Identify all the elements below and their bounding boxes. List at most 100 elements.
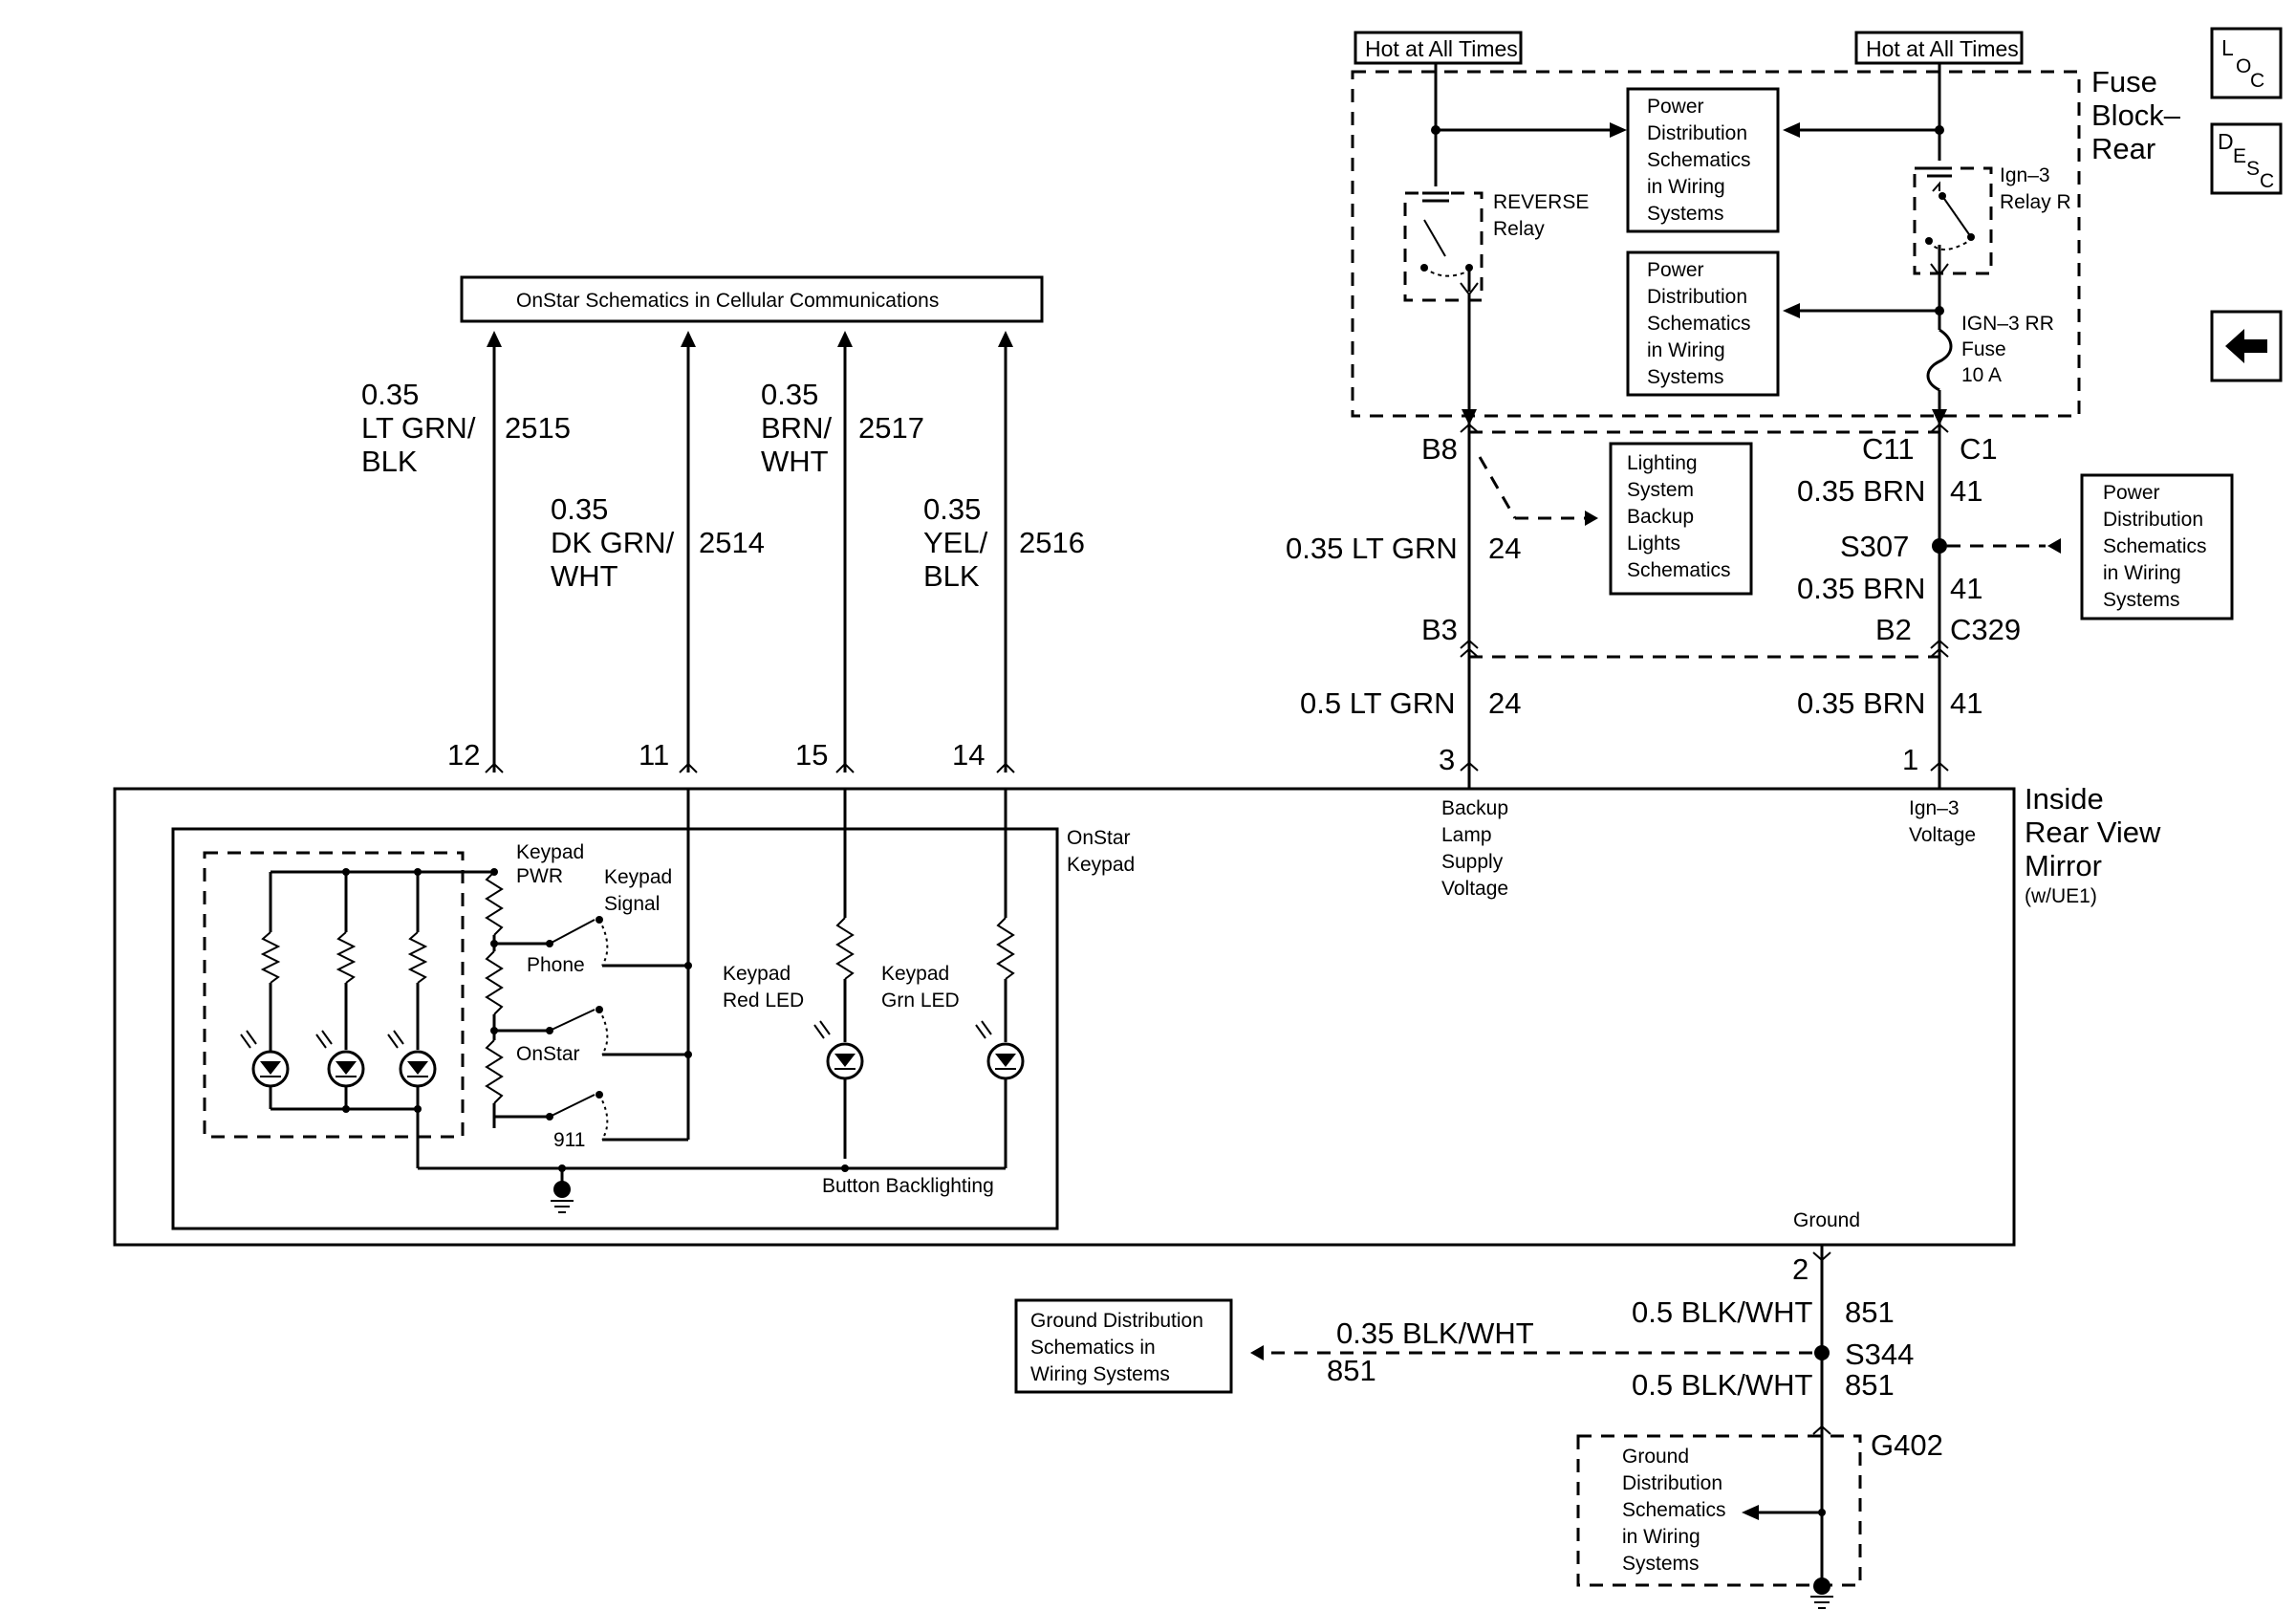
- svg-text:Signal: Signal: [604, 893, 660, 915]
- svg-text:Relay R: Relay R: [2000, 191, 2071, 213]
- svg-text:YEL/: YEL/: [923, 526, 988, 559]
- mirror-label: Inside: [2025, 782, 2104, 816]
- loc-button[interactable]: L O C: [2210, 27, 2283, 99]
- svg-text:Keypad: Keypad: [723, 963, 791, 985]
- svg-text:Distribution: Distribution: [1622, 1472, 1722, 1494]
- svg-text:Phone: Phone: [527, 954, 585, 976]
- svg-text:C: C: [2260, 170, 2274, 192]
- svg-text:851: 851: [1845, 1295, 1895, 1329]
- svg-text:C: C: [2250, 70, 2264, 92]
- svg-text:Distribution: Distribution: [1647, 122, 1747, 144]
- svg-text:LT GRN/: LT GRN/: [361, 411, 476, 445]
- svg-text:Ground: Ground: [1622, 1446, 1689, 1468]
- svg-text:Supply: Supply: [1441, 851, 1504, 873]
- svg-text:24: 24: [1488, 532, 1521, 565]
- ign3-rr-fuse-symbol: [1926, 328, 1953, 392]
- svg-text:41: 41: [1950, 686, 1982, 720]
- lighting-system-backup-lights-box: Lighting System Backup Lights Schematics: [1609, 442, 1753, 596]
- power-distribution-box-1: Power Distribution Schematics in Wiring …: [1626, 87, 1780, 233]
- svg-text:in Wiring: in Wiring: [1647, 176, 1725, 198]
- led-icon: [327, 1050, 365, 1088]
- svg-text:Ign–3: Ign–3: [1909, 797, 1960, 819]
- onstar-switch: OnStar: [490, 1006, 692, 1065]
- svg-text:2515: 2515: [505, 411, 571, 445]
- svg-text:Schematics: Schematics: [2103, 535, 2207, 557]
- splice-s344: [1814, 1345, 1830, 1360]
- svg-text:911: 911: [553, 1129, 585, 1151]
- svg-text:Lighting: Lighting: [1627, 452, 1698, 474]
- desc-button[interactable]: D E S C: [2210, 122, 2283, 195]
- svg-text:15: 15: [795, 738, 828, 772]
- green-led-icon: [986, 1042, 1025, 1080]
- svg-text:System: System: [1627, 479, 1694, 501]
- svg-text:C11: C11: [1862, 432, 1915, 466]
- backlight-led-cluster: [203, 851, 465, 1139]
- hot-at-all-times-left: Hot at All Times: [1354, 31, 1523, 65]
- onstar-schematics-box: OnStar Schematics in Cellular Communicat…: [460, 275, 1044, 323]
- svg-text:12: 12: [447, 738, 480, 772]
- onstar-keypad-outline: [171, 827, 1059, 1230]
- g402-outline: [1576, 1434, 1862, 1587]
- svg-text:Systems: Systems: [1647, 366, 1724, 388]
- svg-text:Schematics: Schematics: [1627, 559, 1731, 581]
- svg-text:Mirror: Mirror: [2025, 849, 2102, 882]
- svg-text:Button Backlighting: Button Backlighting: [822, 1175, 994, 1197]
- svg-text:S307: S307: [1840, 530, 1909, 563]
- svg-text:in Wiring: in Wiring: [1622, 1526, 1700, 1548]
- svg-text:41: 41: [1950, 474, 1982, 508]
- svg-text:B8: B8: [1421, 432, 1458, 466]
- svg-text:Fuse: Fuse: [1961, 338, 2006, 360]
- svg-text:Schematics in: Schematics in: [1030, 1337, 1156, 1359]
- svg-text:Ground: Ground: [1793, 1209, 1860, 1231]
- svg-text:Rear: Rear: [2091, 132, 2155, 165]
- svg-text:2514: 2514: [699, 526, 765, 559]
- svg-text:Schematics: Schematics: [1647, 313, 1751, 335]
- wire-2515: 0.35 LT GRN/ BLK 2515 12: [361, 331, 571, 773]
- svg-text:2517: 2517: [858, 411, 924, 445]
- svg-text:WHT: WHT: [761, 445, 829, 478]
- svg-text:Relay: Relay: [1493, 218, 1545, 240]
- wire-2516: 0.35 YEL/ BLK 2516 14: [923, 331, 1085, 773]
- svg-text:2516: 2516: [1019, 526, 1085, 559]
- back-button[interactable]: [2210, 310, 2283, 382]
- svg-text:0.35: 0.35: [361, 378, 419, 411]
- svg-text:L: L: [2221, 35, 2234, 60]
- ground-distribution-box-left: Ground Distribution Schematics in Wiring…: [1014, 1298, 1233, 1394]
- svg-text:BLK: BLK: [361, 445, 418, 478]
- svg-text:Voltage: Voltage: [1441, 878, 1508, 900]
- svg-text:0.35 BRN: 0.35 BRN: [1797, 686, 1925, 720]
- svg-text:G402: G402: [1871, 1428, 1943, 1462]
- svg-text:in Wiring: in Wiring: [2103, 562, 2181, 584]
- svg-text:0.35 LT GRN: 0.35 LT GRN: [1286, 532, 1458, 565]
- led-icon: [251, 1050, 290, 1088]
- svg-text:Lights: Lights: [1627, 533, 1680, 555]
- svg-text:Keypad: Keypad: [516, 841, 584, 863]
- svg-text:Power: Power: [1647, 96, 1704, 118]
- svg-text:0.5 LT GRN: 0.5 LT GRN: [1300, 686, 1456, 720]
- fuse-block-rear-outline: [1351, 70, 2081, 418]
- svg-text:OnStar: OnStar: [516, 1043, 580, 1065]
- svg-text:OnStar: OnStar: [1067, 827, 1131, 849]
- svg-text:Hot at All Times: Hot at All Times: [1866, 36, 2019, 61]
- svg-text:Ground Distribution: Ground Distribution: [1030, 1310, 1203, 1332]
- svg-text:Red LED: Red LED: [723, 990, 804, 1012]
- ign3-relay-r: Ign–3 Relay R: [1913, 164, 2071, 277]
- red-led-icon: [826, 1042, 864, 1080]
- svg-text:0.35: 0.35: [923, 492, 981, 526]
- svg-text:Schematics: Schematics: [1622, 1499, 1726, 1521]
- svg-text:0.35 BRN: 0.35 BRN: [1797, 474, 1925, 508]
- led-icon: [399, 1050, 437, 1088]
- svg-text:C329: C329: [1950, 613, 2021, 646]
- svg-text:in Wiring: in Wiring: [1647, 339, 1725, 361]
- svg-text:Ign–3: Ign–3: [2000, 164, 2050, 186]
- svg-text:B2: B2: [1875, 613, 1912, 646]
- svg-text:1: 1: [1902, 743, 1918, 776]
- svg-text:0.35: 0.35: [551, 492, 608, 526]
- svg-text:Systems: Systems: [2103, 589, 2180, 611]
- svg-text:B3: B3: [1421, 613, 1458, 646]
- svg-text:Systems: Systems: [1647, 203, 1724, 225]
- phone-switch: Phone: [490, 916, 692, 976]
- ground-distribution-box-g402: Ground Distribution Schematics in Wiring…: [1622, 1446, 1726, 1575]
- svg-text:Keypad: Keypad: [881, 963, 949, 985]
- svg-text:Power: Power: [1647, 259, 1704, 281]
